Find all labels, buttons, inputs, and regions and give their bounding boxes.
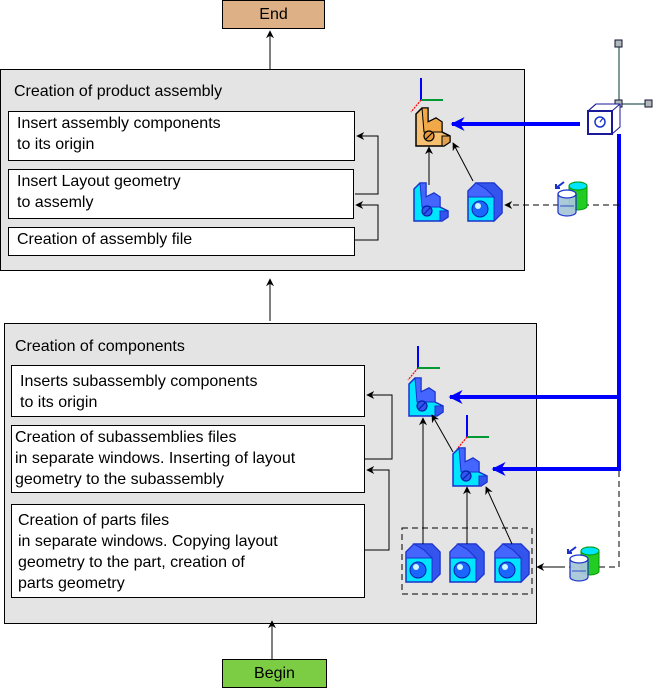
- layout-cube-icon: [587, 39, 653, 135]
- step-create-assembly-file: Creation of assembly file: [8, 227, 355, 256]
- product-assembly-icon: [415, 107, 451, 147]
- database-icon: [555, 181, 588, 217]
- arrow-part3-to-sub2: [485, 486, 513, 545]
- part-icon: [494, 543, 530, 583]
- panel-title: Creation of product assembly: [14, 83, 223, 100]
- axis-system-icon: [410, 77, 444, 113]
- subassembly-icon: [408, 377, 444, 417]
- connector-step2-to-step1: [355, 132, 379, 195]
- arrow-sub2-to-sub1: [431, 414, 454, 453]
- connector-sub-to-insert: [365, 391, 393, 460]
- end-label: End: [259, 6, 288, 23]
- part-icon: [467, 182, 503, 222]
- connector-parts-to-sub: [365, 466, 390, 551]
- begin-node: Begin: [222, 659, 327, 688]
- db-to-parts-dashed: [538, 471, 620, 568]
- step-create-parts: Creation of parts files in separate wind…: [11, 504, 365, 598]
- axis-system-icon: [456, 414, 490, 450]
- step-create-subassemblies: Creation of subassemblies files in separ…: [11, 425, 365, 493]
- connector-step3-to-step2: [355, 201, 379, 241]
- axis-system-icon: [407, 345, 441, 381]
- part-icon: [449, 543, 485, 583]
- step-insert-layout-geometry: Insert Layout geometry to assemly: [8, 169, 354, 219]
- end-node: End: [222, 0, 325, 29]
- step-insert-assembly-components: Insert assembly components to its origin: [8, 111, 355, 161]
- part-icon: [405, 543, 441, 583]
- panel-title: Creation of components: [15, 338, 185, 355]
- subassembly-icon: [452, 447, 488, 487]
- step-insert-subassembly-components: Inserts subassembly components to its or…: [11, 365, 365, 417]
- database-icon: [567, 546, 600, 582]
- begin-label: Begin: [254, 665, 295, 682]
- subassembly-icon: [413, 182, 449, 222]
- arrow-part-to-assembly: [452, 142, 474, 182]
